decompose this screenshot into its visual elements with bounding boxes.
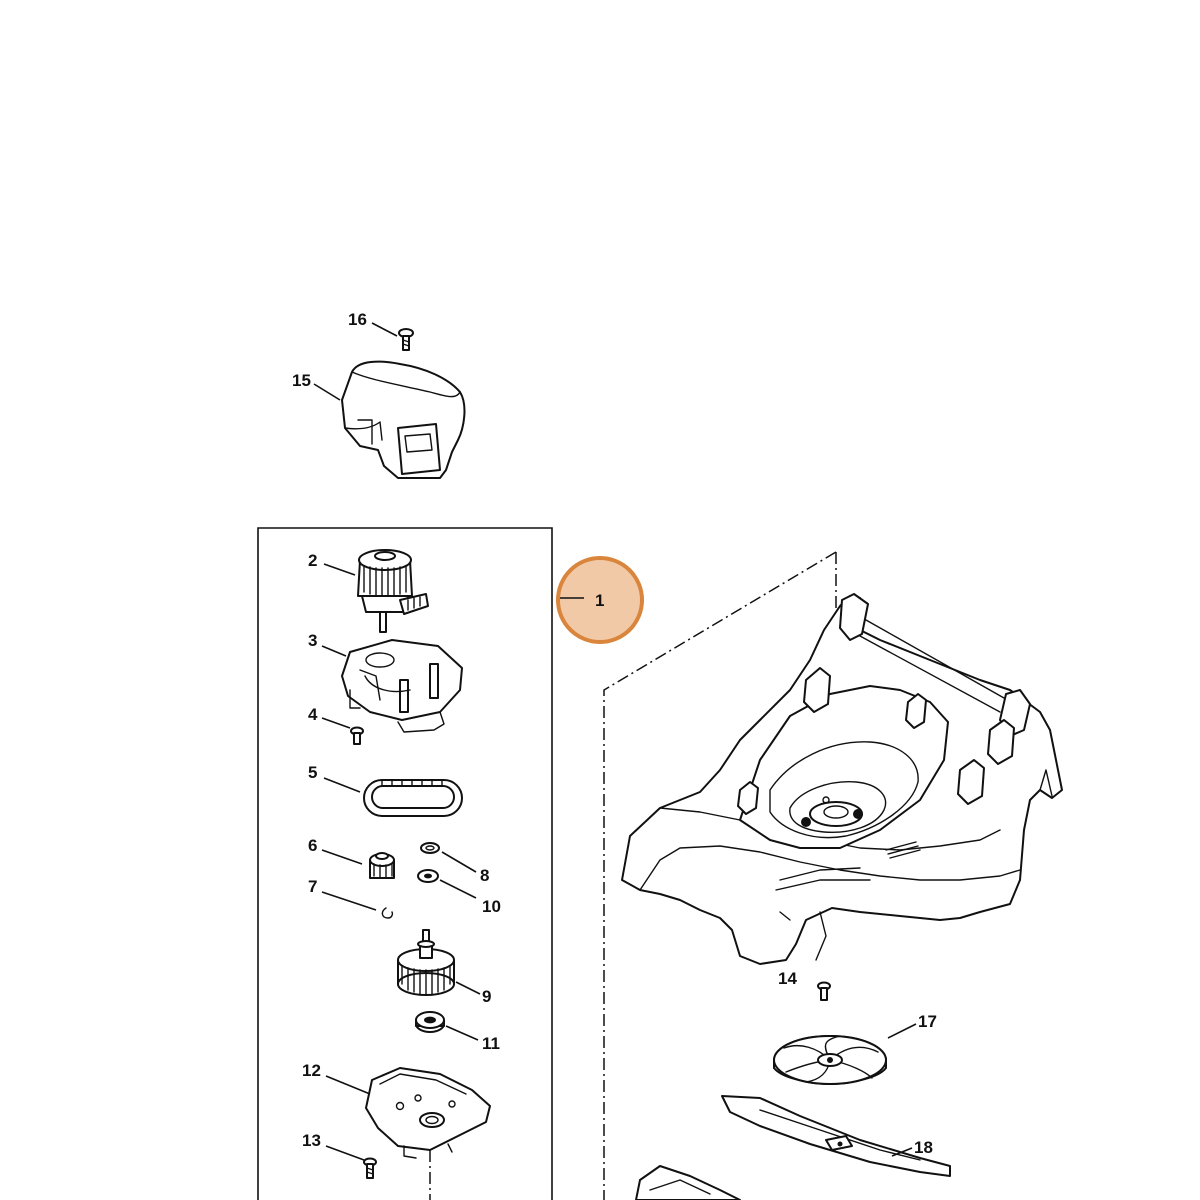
callout-9[interactable]: 9 [482,987,491,1006]
callout-18[interactable]: 18 [914,1138,933,1157]
leader-9 [455,981,481,995]
callout-7[interactable]: 7 [308,877,317,896]
leader-6 [321,849,363,865]
callout-15[interactable]: 15 [292,371,311,390]
leader-3 [321,645,347,657]
part-18-blade[interactable] [721,1095,951,1177]
callout-6[interactable]: 6 [308,836,317,855]
part-14-screw[interactable] [817,981,831,1001]
leader-4 [321,717,351,729]
leader-2 [323,563,356,576]
leader-7 [321,891,377,911]
leader-12 [325,1075,371,1095]
leader-10 [439,879,477,899]
leader-16 [371,322,398,337]
part-2-motor[interactable] [357,549,429,633]
part-5-drive-belt[interactable] [363,779,463,817]
callout-4[interactable]: 4 [308,705,318,724]
callout-2[interactable]: 2 [308,551,317,570]
callout-3[interactable]: 3 [308,631,317,650]
part-9-gear-wheel[interactable] [397,929,455,996]
leader-11 [445,1025,479,1041]
leader-8 [441,851,477,873]
part-13-screw[interactable] [363,1157,377,1179]
leader-13 [325,1145,365,1161]
part-15-motor-cover[interactable] [341,360,466,479]
callout-13[interactable]: 13 [302,1131,321,1150]
part-7-circlip[interactable] [381,907,394,919]
partial-lower-part [635,1165,741,1200]
leader-5 [323,777,361,793]
callout-10[interactable]: 10 [482,897,501,916]
leader-15 [313,383,341,401]
part-11-bearing[interactable] [415,1011,445,1033]
part-6-pulley[interactable] [369,852,395,879]
part-8-washer[interactable] [420,842,440,854]
leader-18 [891,1147,913,1157]
assembly-frame [257,527,553,1200]
part-12-lower-housing[interactable] [365,1067,491,1159]
assembly-path-outline [603,551,837,1200]
callout-11[interactable]: 11 [482,1034,500,1053]
callout-16[interactable]: 16 [348,310,367,329]
callout-12[interactable]: 12 [302,1061,321,1080]
callout-1-highlight[interactable]: 1 [556,556,644,644]
mower-deck-housing[interactable] [621,593,1063,965]
callout-14[interactable]: 14 [778,969,797,988]
callout-17[interactable]: 17 [918,1012,937,1031]
part-10-bearing[interactable] [417,869,439,883]
part-4-screw[interactable] [350,726,364,745]
part-3-upper-housing[interactable] [341,639,463,733]
callout-5[interactable]: 5 [308,763,317,782]
callout-8[interactable]: 8 [480,866,489,885]
leader-17 [887,1023,917,1039]
callout-1[interactable]: 1 [595,591,604,610]
part-17-fan-impeller[interactable] [773,1035,887,1085]
part-16-screw[interactable] [398,328,414,351]
